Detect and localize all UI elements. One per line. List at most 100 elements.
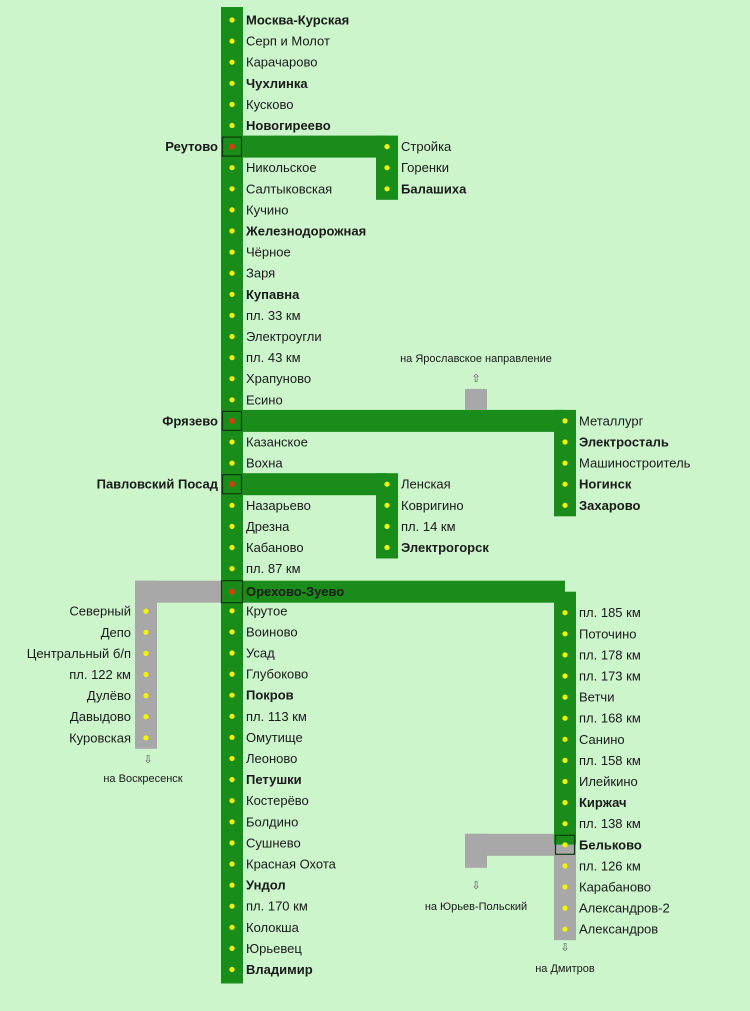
station-dot-main-3 [229, 80, 235, 86]
station-label-aleksandrov-13: Карабаново [579, 880, 651, 895]
station-labels-layer: СтройкаГоренкиБалашихаМеталлургЭлектрост… [27, 13, 691, 978]
station-dot-aleksandrov-7 [562, 757, 568, 764]
station-dot-main-24 [229, 523, 235, 530]
connector-elektrogorsk [232, 473, 387, 496]
station-label-kurovskaya-0: Северный [69, 604, 131, 619]
station-label-main-18: Есино [246, 392, 283, 407]
station-dot-kurovskaya-1 [143, 629, 149, 635]
station-dot-main-0 [229, 17, 235, 23]
station-dot-main-29 [229, 629, 235, 635]
station-label-main-32: Покров [246, 688, 294, 703]
station-label-aleksandrov-5: пл. 168 км [579, 711, 641, 726]
station-label-aleksandrov-11: Бельково [579, 837, 642, 852]
station-label-main-40: Красная Охота [246, 857, 337, 872]
station-label-elektrogorsk-1: Ковригино [401, 498, 464, 513]
station-label-kurovskaya-1: Депо [101, 625, 131, 640]
station-label-kurovskaya-3: пл. 122 км [69, 667, 131, 682]
station-label-kurovskaya-4: Дулёво [87, 688, 131, 703]
station-label-main-29: Воиново [246, 624, 298, 639]
station-dot-main-2 [229, 59, 235, 65]
station-dot-main-32 [229, 692, 235, 698]
station-label-zakharovo-0: Металлург [579, 413, 644, 428]
station-dot-aleksandrov-2 [562, 652, 568, 658]
station-label-main-5: Новогиреево [246, 118, 331, 133]
station-dot-aleksandrov-11 [562, 842, 568, 848]
station-label-main-34: Омутище [246, 730, 303, 745]
station-label-aleksandrov-3: пл. 173 км [579, 669, 641, 684]
station-dot-aleksandrov-15 [562, 926, 568, 932]
station-label-main-1: Серп и Молот [246, 34, 330, 49]
station-dot-main-34 [229, 734, 235, 741]
station-label-main-44: Юрьевец [246, 941, 302, 956]
station-label-aleksandrov-8: Илейкино [579, 774, 638, 789]
junction-frame-6 [221, 136, 243, 157]
station-dot-elektrogorsk-3 [384, 544, 390, 551]
station-label-main-16: пл. 43 км [246, 350, 301, 365]
station-label-main-38: Болдино [246, 814, 298, 829]
station-label-main-28: Крутое [246, 603, 287, 618]
station-dot-main-35 [229, 755, 235, 762]
station-dot-main-4 [229, 101, 235, 107]
station-label-main-42: пл. 170 км [246, 899, 308, 914]
station-dot-aleksandrov-1 [562, 631, 568, 637]
station-label-main-33: пл. 113 км [246, 709, 307, 724]
station-label-main-0: Москва-Курская [246, 13, 349, 28]
station-label-main-19: Фрязево [162, 413, 218, 428]
station-dot-main-14 [229, 312, 235, 318]
station-label-main-27: Орехово-Зуево [246, 584, 344, 599]
station-label-aleksandrov-1: Поточино [579, 626, 636, 641]
station-label-aleksandrov-9: Киржач [579, 795, 627, 810]
station-dot-balashikha-0 [384, 144, 390, 150]
track-aleksandrov-grey [554, 844, 576, 941]
station-label-main-43: Колокша [246, 920, 300, 935]
station-dot-kurovskaya-6 [143, 735, 149, 741]
station-dot-zakharovo-1 [562, 439, 568, 445]
station-dot-main-41 [229, 882, 235, 888]
station-dots-layer [143, 17, 568, 973]
station-dot-kurovskaya-0 [143, 608, 149, 614]
main-line-track [221, 7, 243, 984]
stub-yuryev-vertical [465, 833, 487, 868]
station-dot-main-26 [229, 566, 235, 572]
note-yuryev-polsky: на Юрьев-Польский [425, 901, 527, 913]
station-dot-main-25 [229, 544, 235, 551]
station-label-main-6: Реутово [165, 139, 218, 154]
station-dot-main-16 [229, 355, 235, 361]
station-label-main-8: Салтыковская [246, 181, 332, 196]
arrow-down-yuryev: ⇩ [471, 880, 480, 892]
station-dot-kurovskaya-5 [143, 714, 149, 720]
note-dmitrov: на Дмитров [535, 963, 595, 975]
station-dot-balashikha-1 [384, 165, 390, 171]
station-label-kurovskaya-2: Центральный б/п [27, 646, 131, 661]
station-label-elektrogorsk-0: Ленская [401, 477, 451, 492]
station-dot-main-12 [229, 270, 235, 276]
station-label-aleksandrov-14: Александров-2 [579, 901, 670, 916]
station-label-main-9: Кучино [246, 202, 289, 217]
station-dot-main-18 [229, 397, 235, 403]
station-label-main-45: Владимир [246, 962, 313, 977]
station-label-main-7: Никольское [246, 160, 317, 175]
station-label-aleksandrov-2: пл. 178 км [579, 647, 641, 662]
connector-balashikha [232, 135, 387, 158]
station-dot-main-28 [229, 608, 235, 614]
station-dot-main-20 [229, 439, 235, 445]
station-dot-main-31 [229, 671, 235, 677]
connector-aleksandrov [232, 580, 565, 603]
station-label-zakharovo-1: Электросталь [579, 435, 669, 450]
station-dot-zakharovo-0 [562, 418, 568, 424]
station-dot-main-33 [229, 713, 235, 719]
station-dot-main-21 [229, 460, 235, 466]
station-label-zakharovo-3: Ногинск [579, 477, 632, 492]
station-label-main-21: Вохна [246, 456, 283, 471]
station-dot-aleksandrov-5 [562, 715, 568, 721]
station-dot-main-9 [229, 207, 235, 213]
station-dot-aleksandrov-13 [562, 884, 568, 890]
station-dot-aleksandrov-0 [562, 610, 568, 616]
note-voskresensk: на Воскресенск [103, 773, 182, 785]
station-label-main-13: Купавна [246, 287, 300, 302]
station-dot-aleksandrov-14 [562, 905, 568, 911]
station-label-zakharovo-2: Машиностроитель [579, 456, 691, 471]
station-dot-main-11 [229, 249, 235, 255]
station-label-balashikha-2: Балашиха [401, 181, 467, 196]
station-label-main-39: Сушнево [246, 835, 301, 850]
